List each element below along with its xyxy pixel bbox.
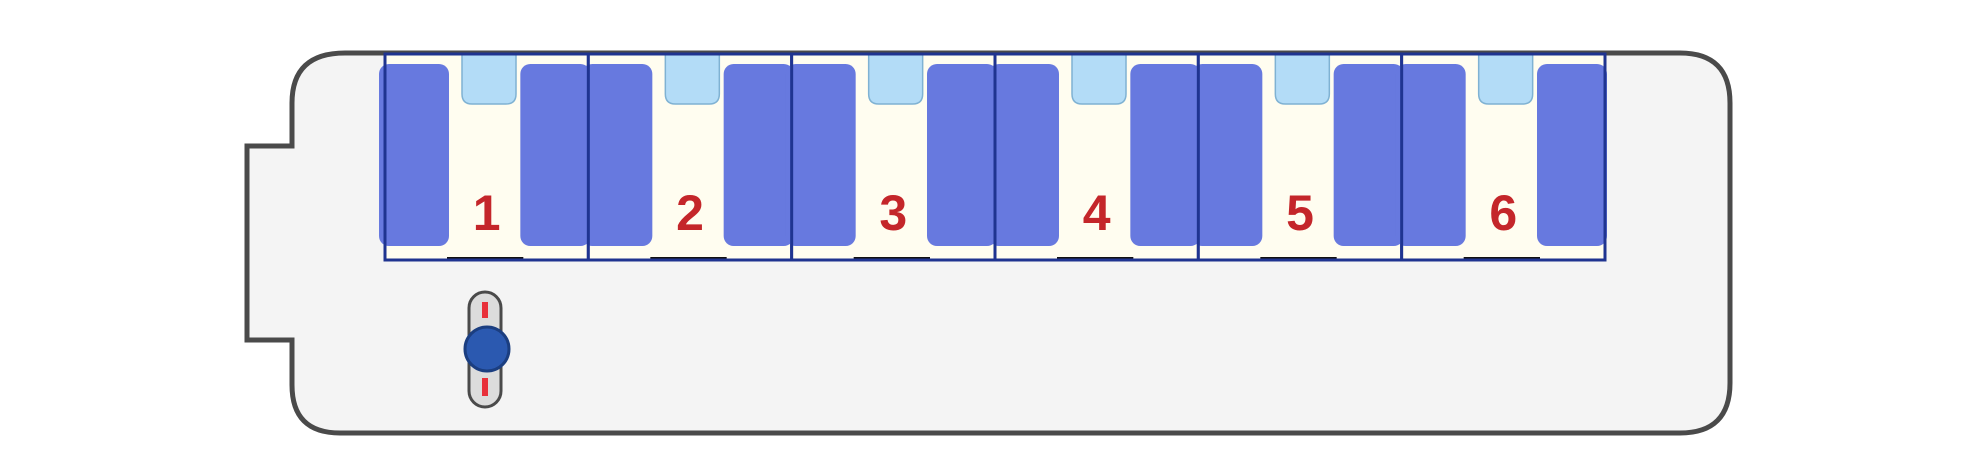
blow-reed-right	[520, 64, 591, 246]
hole-number-label: 4	[1083, 185, 1111, 241]
hole-number-label: 6	[1489, 185, 1517, 241]
draw-reed-tab	[461, 53, 517, 105]
blow-reed-left	[785, 64, 856, 246]
blow-reed-left	[379, 64, 449, 246]
hole-3: 3	[785, 52, 997, 262]
hole-5: 5	[1192, 52, 1404, 262]
hole-number-label: 5	[1286, 185, 1314, 241]
chromatic-slide-button-icon[interactable]	[463, 290, 511, 409]
draw-reed-tab	[1274, 53, 1331, 105]
draw-reed-tab	[664, 53, 721, 105]
blow-reed-left	[1395, 64, 1466, 246]
hole-number-label: 1	[473, 185, 501, 241]
blow-reed-left	[989, 64, 1059, 246]
blow-reed-right	[1130, 64, 1201, 246]
draw-reed-tab	[1071, 53, 1127, 105]
blow-reed-right	[723, 64, 794, 246]
hole-2: 2	[582, 52, 794, 262]
holes-group: 1 2 3 4 5 6	[379, 52, 1607, 262]
blow-reed-right	[1333, 64, 1404, 246]
draw-reed-tab	[867, 53, 924, 105]
hole-number-label: 3	[879, 185, 907, 241]
blow-reed-right	[927, 64, 997, 246]
hole-border	[1400, 52, 1607, 262]
hole-6: 6	[1395, 52, 1607, 262]
hole-4: 4	[989, 52, 1201, 262]
hole-1: 1	[379, 52, 591, 262]
draw-reed-tab	[1477, 53, 1534, 105]
slider-knob[interactable]	[463, 325, 511, 373]
hole-number-label: 2	[676, 185, 704, 241]
blow-reed-right	[1537, 64, 1607, 246]
blow-reed-left	[582, 64, 653, 246]
blow-reed-left	[1192, 64, 1263, 246]
